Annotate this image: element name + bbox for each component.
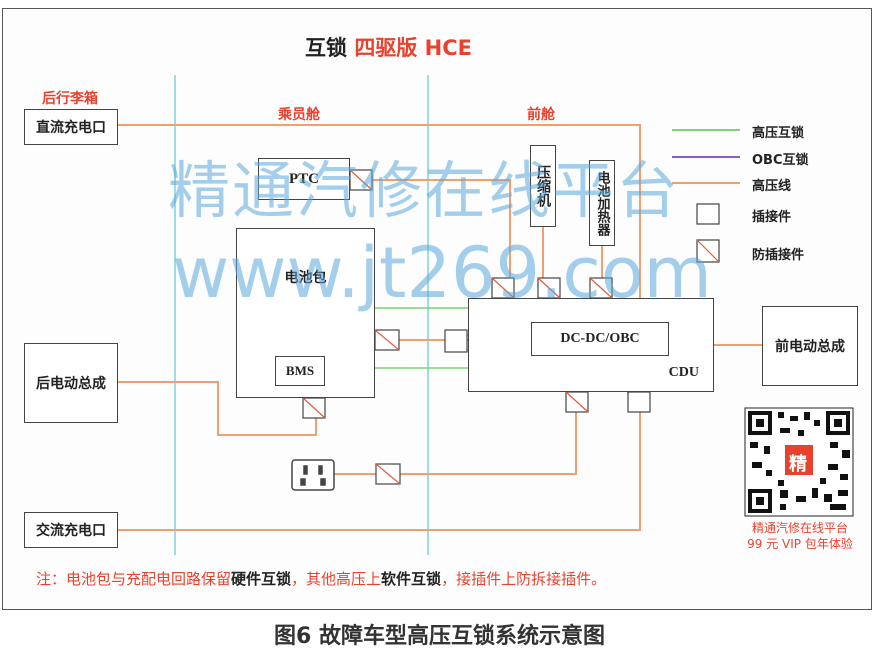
- region-rear-trunk: 后行李箱: [42, 91, 98, 107]
- hv-ptc: [372, 179, 511, 298]
- ptc-box: PTC: [258, 158, 350, 200]
- dcdc-obc-box: DC-DC/OBC: [531, 322, 669, 356]
- qr-badge: 精: [789, 454, 807, 475]
- legend-connector: [696, 203, 720, 225]
- legend-hv-interlock: 高压互锁: [752, 126, 805, 141]
- compressor-box: 压缩机: [530, 145, 556, 227]
- note-software: 软件互锁: [381, 570, 442, 588]
- figure-caption: 图6 故障车型高压互锁系统示意图: [274, 624, 605, 649]
- note-prefix: 注：电池包与充配电回路保留: [36, 570, 232, 588]
- region-cabin: 乘员舱: [278, 107, 320, 123]
- legend-obc-interlock: OBC互锁: [752, 153, 809, 168]
- title-interlock: 互锁: [305, 36, 355, 60]
- anti-connector-cdu2: [537, 277, 561, 299]
- ac-socket-icon: [291, 459, 335, 491]
- watermark-line2: www.jt269.com: [172, 232, 712, 314]
- anti-connector-socket: [375, 463, 401, 485]
- battery-heater-box: 电池加热器: [589, 160, 615, 246]
- qr-caption-line1: 精通汽修在线平台: [751, 521, 848, 535]
- anti-connector-ptc: [349, 169, 373, 191]
- anti-connectors: [302, 169, 720, 485]
- front-motor-box: 前电动总成: [762, 306, 858, 386]
- hv-ac-port: [118, 412, 641, 531]
- watermark-line1: 精通汽修在线平台: [168, 154, 681, 227]
- footnote: 注：电池包与充配电回路保留硬件互锁，其他高压上软件互锁，接插件上防拆接插件。: [36, 568, 606, 589]
- region-front-cabin: 前舱: [527, 107, 555, 123]
- note-suffix: ，接插件上防拆接插件。: [441, 570, 607, 588]
- diagram-title: 互锁 四驱版 HCE: [305, 32, 472, 62]
- ac-charge-port-box: 交流充电口: [24, 512, 118, 548]
- anti-connector-battery: [374, 329, 400, 351]
- legend-anti-connector-label: 防插接件: [752, 248, 805, 263]
- connectors: [444, 203, 720, 413]
- diagram-frame: [2, 8, 872, 610]
- bms-box: BMS: [275, 356, 325, 386]
- dc-charge-port-box: 直流充电口: [24, 109, 118, 145]
- title-variant: 四驱版 HCE: [354, 36, 472, 60]
- qr-caption-line2: 99 元 VIP 包年体验: [747, 537, 853, 551]
- note-hardware: 硬件互锁: [231, 570, 292, 588]
- legend-anti-connector: [696, 239, 720, 263]
- hv-rear-motor: [118, 381, 317, 436]
- hv-socket: [334, 412, 577, 475]
- legend-hv-line: 高压线: [752, 179, 792, 194]
- connector-obc2: [627, 391, 651, 413]
- note-middle: ，其他高压上: [291, 570, 382, 588]
- connector-cdu-left: [444, 329, 468, 353]
- anti-connector-obc1: [565, 391, 589, 413]
- rear-motor-box: 后电动总成: [24, 343, 118, 423]
- legend-connector-label: 插接件: [752, 210, 792, 225]
- hv-dc-port: [118, 124, 641, 298]
- anti-connector-cdu3: [589, 277, 613, 299]
- qr-code-icon: [744, 407, 854, 517]
- anti-connector-rear: [302, 397, 326, 419]
